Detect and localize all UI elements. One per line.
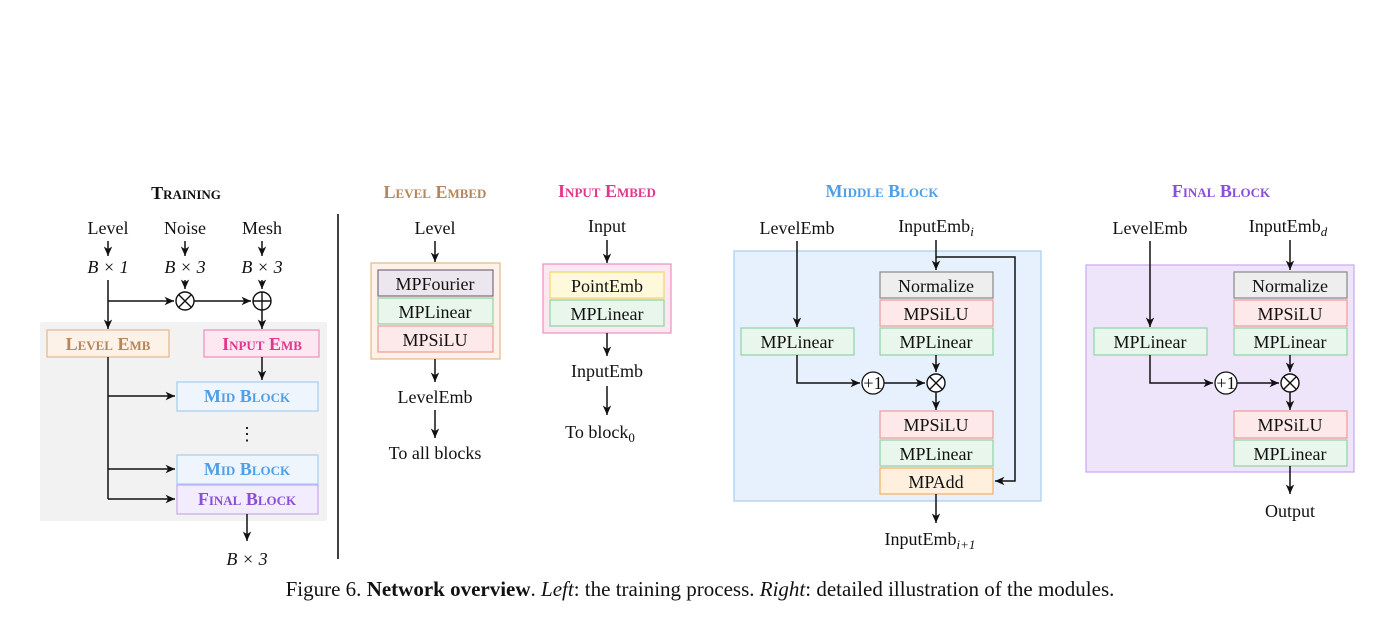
mpfourier-box [377,269,494,297]
middle-mpadd-box [879,467,994,495]
mplinear-label: MPLinear [399,302,472,322]
input-embed-target-label: To block0 [565,422,635,445]
final-inputemb-label: InputEmbd [1249,216,1328,239]
final-mpsilu-lower-label: MPSiLU [1257,415,1322,435]
final-mplinear-lower-box [1233,439,1348,467]
mplinear-box [377,297,494,325]
middle-mplinear-upper-box [879,327,994,356]
level-embed-input-label: Level [415,218,456,238]
middle-inputemb-label: InputEmbi [898,216,974,239]
final-output-label: Output [1265,501,1315,521]
middle-mplinear-lower-box [879,439,994,467]
pointemb-label: PointEmb [571,276,643,296]
middle-mpsilu-lower-label: MPSiLU [903,415,968,435]
mesh-shape-label: B × 3 [241,257,282,277]
middle-block-title: Middle Block [826,181,940,201]
input-embed-input-label: Input [588,216,626,236]
input-mplinear-box [549,299,665,327]
caption-right-text: : detailed illustration of the modules. [805,577,1115,601]
caption-separator: . [530,577,542,601]
level-embed-target-label: To all blocks [389,443,482,463]
training-title: Training [151,183,221,203]
middle-levelemb-label: LevelEmb [760,218,835,238]
mpsilu-box [377,325,494,353]
final-normalize-label: Normalize [1252,276,1328,296]
level-embed-title: Level Embed [384,182,487,202]
final-linear-to-plus-edge [1149,355,1213,388]
final-block-label: Final Block [198,489,297,509]
middle-mpadd-label: MPAdd [908,472,963,492]
middle-normalize-box [879,271,994,299]
noise-shape-label: B × 3 [164,257,205,277]
caption-left-text: : the training process. [573,577,760,601]
input-embed-panel: Input Embed Input PointEmb MPLinear Inpu… [542,181,672,445]
final-block-box [176,484,319,515]
ellipsis-dots: ⋮ [238,424,256,444]
mid-block-2-box [176,454,319,485]
final-mplinear-side-label: MPLinear [1114,332,1187,352]
middle-block-panel: Middle Block LevelEmb InputEmbi MPLinear… [733,181,1042,552]
caption-left-label: Left [541,577,574,601]
middle-plus-one-label: +1 [863,373,882,393]
middle-mplinear-upper-label: MPLinear [900,332,973,352]
final-times-mark-b [1283,376,1297,390]
middle-normalize-label: Normalize [898,276,974,296]
final-levelemb-label: LevelEmb [1113,218,1188,238]
caption-title: Network overview [366,577,531,601]
output-shape-label: B × 3 [226,549,267,569]
level-emb-label: Level Emb [66,334,151,354]
input-mplinear-label: MPLinear [571,304,644,324]
pointemb-box [549,271,665,299]
middle-mplinear-side-box [740,327,855,356]
middle-times-mark-b [929,376,943,390]
final-plus-one-label: +1 [1216,373,1235,393]
training-panel: Training Level Noise Mesh B × 1 B × 3 B … [40,183,327,569]
middle-mpsilu-upper-box [879,299,994,327]
final-mpsilu-lower-box [1233,410,1348,439]
input-emb-label: Input Emb [222,334,302,354]
mid-block-1-label: Mid Block [204,386,291,406]
mid-block-2-label: Mid Block [204,459,291,479]
middle-mpsilu-upper-label: MPSiLU [903,304,968,324]
middle-mplinear-side-label: MPLinear [761,332,834,352]
mpsilu-label: MPSiLU [402,330,467,350]
final-mpsilu-upper-box [1233,299,1348,327]
level-embed-output-label: LevelEmb [398,387,473,407]
middle-residual-edge [936,256,1016,486]
caption-prefix: Figure 6. [285,577,367,601]
input-emb-box [203,329,320,358]
mesh-input-label: Mesh [242,218,282,238]
final-mplinear-upper-label: MPLinear [1254,332,1327,352]
middle-output-label: InputEmbi+1 [885,529,976,552]
final-normalize-box [1233,271,1348,299]
mpfourier-label: MPFourier [395,274,474,294]
mid-block-1-box [176,381,319,412]
middle-linear-to-plus-edge [796,355,860,388]
middle-mpsilu-lower-box [879,410,994,439]
level-shape-label: B × 1 [87,257,128,277]
caption-right-label: Right [759,577,806,601]
input-embed-title: Input Embed [558,181,656,201]
final-block-title: Final Block [1172,181,1271,201]
final-mplinear-lower-label: MPLinear [1254,444,1327,464]
input-embed-output-label: InputEmb [571,361,643,381]
noise-input-label: Noise [164,218,206,238]
figure-caption: Figure 6. Network overview. Left: the tr… [0,577,1400,602]
middle-mplinear-lower-label: MPLinear [900,444,973,464]
final-mpsilu-upper-label: MPSiLU [1257,304,1322,324]
level-embed-panel: Level Embed Level MPFourier MPLinear MPS… [370,182,501,463]
final-block-panel: Final Block LevelEmb InputEmbd MPLinear … [1085,181,1355,521]
times-node-mark-b [178,294,192,308]
level-input-label: Level [88,218,129,238]
